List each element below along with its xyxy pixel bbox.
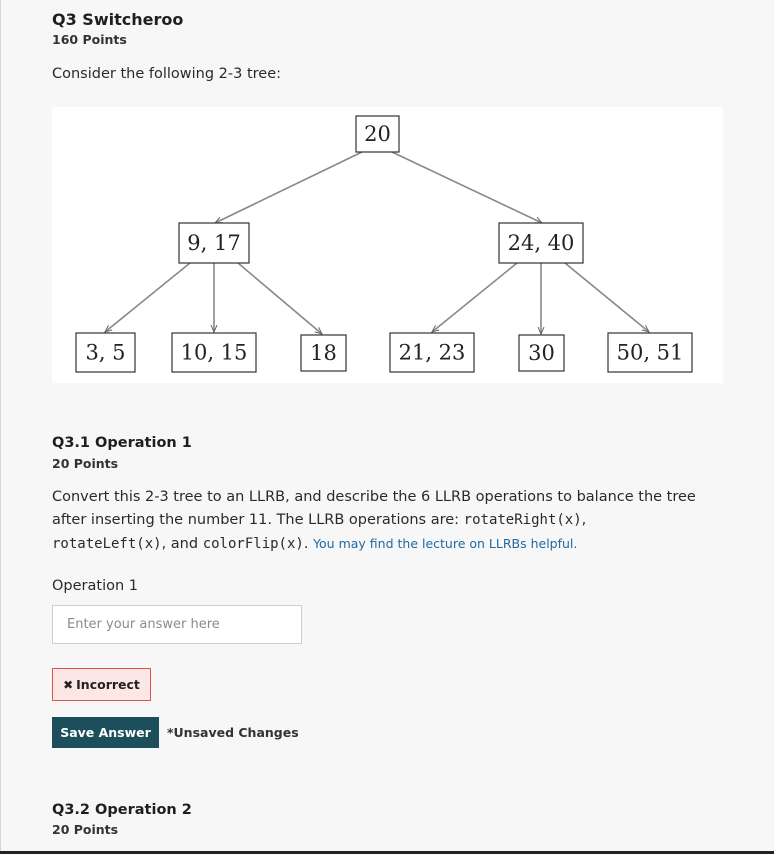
leaf-1-label: 3, 5	[85, 341, 125, 365]
code-rotate-left: rotateLeft(x)	[52, 536, 162, 552]
lecture-link[interactable]: You may find the lecture on LLRBs helpfu…	[313, 536, 578, 551]
incorrect-badge-label: Incorrect	[76, 677, 140, 692]
subquestion-1-description: Convert this 2-3 tree to an LLRB, and de…	[52, 486, 702, 556]
edge-root-left	[215, 151, 363, 224]
code-color-flip: colorFlip(x)	[202, 536, 304, 552]
operation-field-label: Operation 1	[52, 578, 138, 594]
node-left-label: 9, 17	[187, 231, 240, 255]
leaf-3	[300, 334, 347, 372]
node-root-label: 20	[364, 122, 391, 146]
leaf-6-label: 50, 51	[617, 341, 684, 365]
leaf-4-label: 21, 23	[399, 341, 466, 365]
separator-3: .	[303, 536, 314, 552]
node-right-label: 24, 40	[508, 231, 575, 255]
leaf-5	[518, 334, 565, 372]
edge-l-leaf3	[237, 262, 322, 334]
separator-2: , and	[161, 536, 203, 552]
node-right	[498, 222, 584, 264]
leaf-1	[75, 332, 136, 373]
subquestion-2-points: 20 Points	[52, 822, 119, 837]
incorrect-badge: ✖ Incorrect	[52, 668, 151, 701]
edge-l-leaf1	[105, 262, 191, 332]
subquestion-2-title: Q3.2 Operation 2	[52, 802, 192, 818]
edge-r-leaf3	[564, 262, 649, 332]
edge-r-leaf1	[432, 262, 518, 332]
unsaved-changes-indicator: *Unsaved Changes	[167, 725, 299, 740]
subquestion-1-title: Q3.1 Operation 1	[52, 435, 192, 451]
leaf-3-label: 18	[310, 341, 337, 365]
code-rotate-right: rotateRight(x)	[463, 512, 582, 528]
subquestion-1-points: 20 Points	[52, 456, 119, 471]
operation-1-input[interactable]	[52, 605, 302, 644]
description-text: Convert this 2-3 tree to an LLRB, and de…	[52, 489, 696, 528]
leaf-4	[389, 332, 475, 373]
close-x-icon: ✖	[63, 677, 74, 692]
edge-root-right	[391, 151, 542, 224]
leaf-2-label: 10, 15	[181, 341, 248, 365]
node-root	[355, 115, 400, 153]
save-answer-button[interactable]: Save Answer	[52, 717, 159, 748]
leaf-2	[171, 332, 257, 373]
leaf-6	[607, 332, 693, 373]
question-title: Q3 Switcheroo	[52, 10, 184, 29]
question-prompt: Consider the following 2-3 tree:	[52, 66, 282, 82]
tree-diagram: 20 9, 17 24, 40 3, 5 10, 15 18 21, 23 30…	[52, 107, 723, 383]
left-border	[0, 0, 1, 854]
bottom-border	[0, 851, 774, 854]
node-left	[178, 222, 250, 264]
tree-svg: 20 9, 17 24, 40 3, 5 10, 15 18 21, 23 30…	[75, 115, 693, 373]
separator-1: ,	[581, 512, 587, 528]
leaf-5-label: 30	[528, 341, 555, 365]
question-points: 160 Points	[52, 32, 127, 47]
